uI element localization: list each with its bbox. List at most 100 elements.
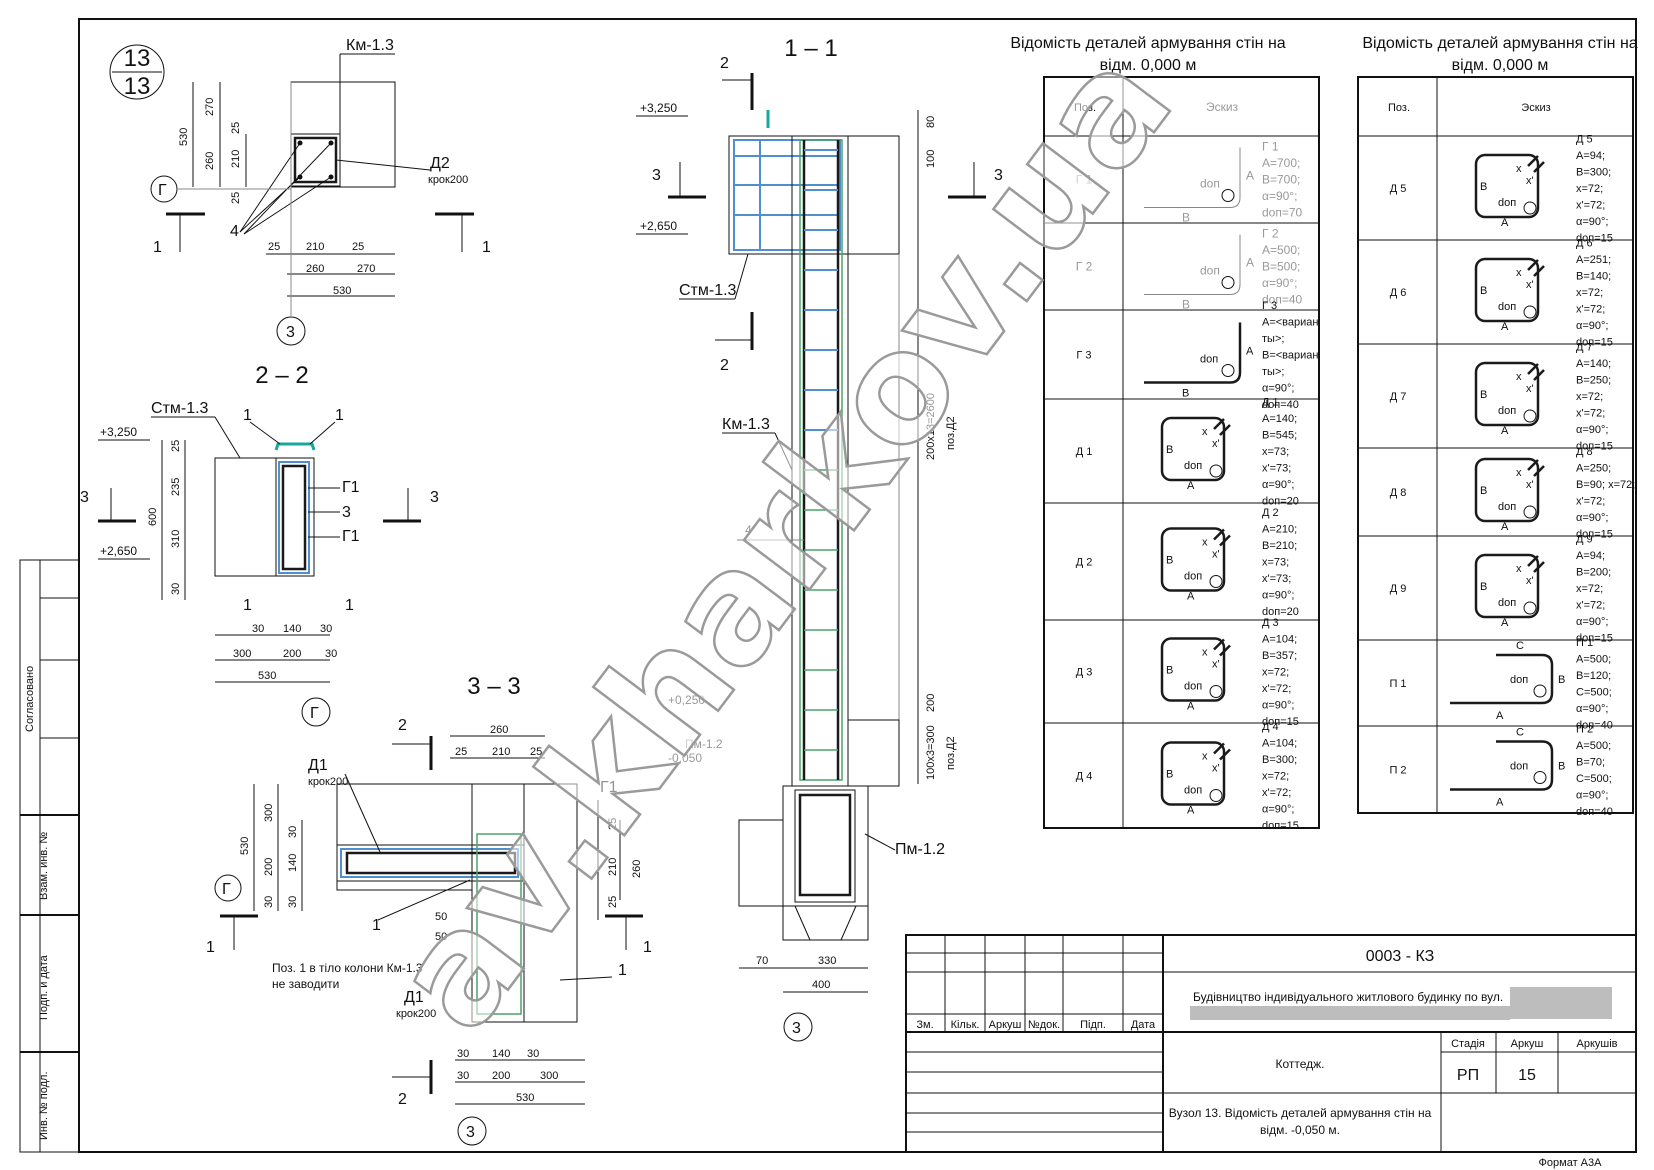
svg-text:530: 530 — [333, 285, 351, 297]
svg-text:1: 1 — [372, 917, 381, 934]
row-param: dоп=15 — [1576, 528, 1613, 540]
svg-text:B: B — [1182, 388, 1189, 400]
svg-text:210: 210 — [607, 858, 619, 876]
row-param: dоп=20 — [1262, 496, 1299, 508]
row-param: А=251; — [1576, 254, 1611, 266]
svg-text:B: B — [1182, 298, 1190, 312]
svg-text:4: 4 — [230, 223, 239, 240]
row-position: Д 8 — [1390, 487, 1407, 499]
svg-text:200: 200 — [283, 648, 301, 660]
row-param: А=700; — [1262, 156, 1300, 170]
svg-text:25: 25 — [230, 192, 242, 204]
row-param: Д 9 — [1576, 534, 1593, 546]
svg-text:+0,250: +0,250 — [668, 693, 705, 707]
row-param: Г 1 — [1262, 140, 1279, 154]
row-param: α=90°; — [1576, 320, 1608, 332]
sketch-label-x: x — [1516, 563, 1522, 575]
row-param: x=73; — [1262, 557, 1289, 569]
sketch-label-b: B — [1166, 444, 1173, 456]
svg-text:Аркушів: Аркушів — [1576, 1038, 1617, 1050]
svg-text:210: 210 — [230, 150, 242, 168]
svg-text:dоп: dоп — [1200, 354, 1218, 366]
row-param: dоп=15 — [1262, 820, 1299, 832]
svg-text:530: 530 — [258, 670, 276, 682]
svg-text:крок200: крок200 — [428, 174, 468, 186]
sketch-label-xp: x' — [1526, 383, 1534, 395]
svg-text:50: 50 — [435, 931, 447, 943]
table-2: Відомість деталей армування стін на відм… — [1357, 35, 1638, 818]
svg-text:B: B — [1182, 211, 1190, 225]
section-2-2-title: 2 – 2 — [255, 362, 308, 389]
svg-text:3: 3 — [792, 1020, 801, 1037]
sketch-label-b: B — [1480, 581, 1487, 593]
row-param: α=90°; — [1576, 216, 1608, 228]
stamp-sheet-title1: Вузол 13. Відомість деталей армування ст… — [1169, 1106, 1432, 1120]
svg-text:1: 1 — [618, 962, 627, 979]
row-param: x=72; — [1576, 183, 1603, 195]
sketch-label-xp: x' — [1526, 279, 1534, 291]
u-bar-sketch — [1450, 740, 1554, 791]
corner-bar-sketch — [1144, 147, 1241, 208]
stamp-col-header: Зм. — [916, 1019, 933, 1031]
sketch-label-x: x — [1516, 467, 1522, 479]
svg-text:Пм-1.2: Пм-1.2 — [685, 737, 723, 751]
row-param: α=90°; — [1262, 276, 1297, 290]
row-param: x=72; — [1576, 391, 1603, 403]
row-param: dоп=15 — [1576, 441, 1613, 453]
row-param: Г 2 — [1262, 227, 1279, 241]
svg-text:300: 300 — [233, 648, 251, 660]
row-position: Д 7 — [1390, 391, 1407, 403]
row-param: x'=72; — [1262, 787, 1291, 799]
svg-text:Г1: Г1 — [600, 779, 618, 796]
sketch-label-don: dоп — [1498, 301, 1516, 313]
sketch-label-x: x — [1202, 647, 1208, 659]
svg-text:260: 260 — [490, 724, 508, 736]
svg-text:1: 1 — [335, 407, 344, 424]
sketch-label-don: dоп — [1184, 785, 1202, 797]
svg-text:25: 25 — [530, 746, 542, 758]
row-param: x'=72; — [1576, 408, 1605, 420]
svg-text:140: 140 — [287, 854, 299, 872]
sketch-label-a: A — [1501, 217, 1509, 229]
svg-text:210: 210 — [492, 746, 510, 758]
section-3-3-title: 3 – 3 — [467, 673, 520, 700]
sketch-label-xp: x' — [1212, 438, 1220, 450]
row-position: П 2 — [1389, 765, 1406, 777]
stirrup-sketch — [1474, 457, 1540, 523]
svg-text:210: 210 — [306, 241, 324, 253]
stamp-code: 0003 - КЗ — [1366, 948, 1435, 965]
row-param: α=90°; — [1262, 383, 1294, 395]
sketch-label-don: dоп — [1498, 405, 1516, 417]
sketch-label-b: B — [1166, 665, 1173, 677]
svg-text:крок200: крок200 — [308, 776, 348, 788]
sketch-label-b: B — [1480, 181, 1487, 193]
svg-text:Км-1.3: Км-1.3 — [722, 416, 770, 433]
svg-text:1: 1 — [643, 939, 652, 956]
svg-text:C: C — [1516, 640, 1524, 652]
svg-text:dоп: dоп — [1510, 761, 1528, 773]
stamp-object: Коттедж. — [1275, 1057, 1324, 1071]
svg-text:260: 260 — [631, 860, 643, 878]
sketch-label-a: A — [1187, 591, 1195, 603]
svg-text:140: 140 — [283, 623, 301, 635]
svg-text:4: 4 — [745, 523, 752, 537]
row-param: В=250; — [1576, 375, 1611, 387]
stamp-sheet-title2: відм. -0,050 м. — [1260, 1123, 1340, 1137]
row-param: В=200; — [1576, 567, 1611, 579]
stamp-stage: РП — [1457, 1067, 1479, 1084]
sketch-label-x: x — [1202, 751, 1208, 763]
svg-text:200: 200 — [492, 1070, 510, 1082]
sketch-label-a: A — [1187, 805, 1195, 817]
svg-text:+2,650: +2,650 — [100, 544, 137, 558]
row-param: ты>; — [1262, 333, 1284, 345]
svg-text:A: A — [1496, 710, 1504, 722]
svg-text:dоп: dоп — [1200, 177, 1220, 191]
svg-text:3: 3 — [430, 489, 439, 506]
